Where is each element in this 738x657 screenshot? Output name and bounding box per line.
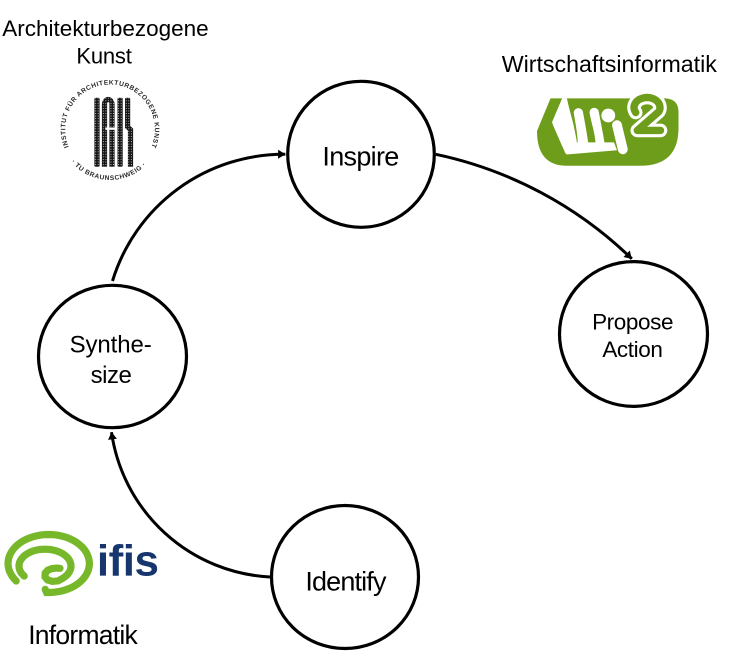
svg-text:Synthe-: Synthe-	[70, 331, 152, 358]
svg-text:Architekturbezogene: Architekturbezogene	[2, 16, 208, 41]
svg-text:Identify: Identify	[305, 566, 387, 596]
svg-text:Kunst: Kunst	[76, 44, 131, 69]
svg-text:· TU BRAUNSCHWEIG ·: · TU BRAUNSCHWEIG ·	[70, 159, 148, 183]
svg-text:Wirtschaftsinformatik: Wirtschaftsinformatik	[502, 51, 718, 77]
svg-text:Propose: Propose	[592, 310, 673, 335]
svg-text:size: size	[91, 362, 132, 389]
svg-text:Informatik: Informatik	[28, 620, 138, 650]
svg-text:ifis: ifis	[97, 537, 159, 586]
svg-text:Inspire: Inspire	[322, 141, 398, 171]
svg-text:Action: Action	[602, 337, 662, 362]
